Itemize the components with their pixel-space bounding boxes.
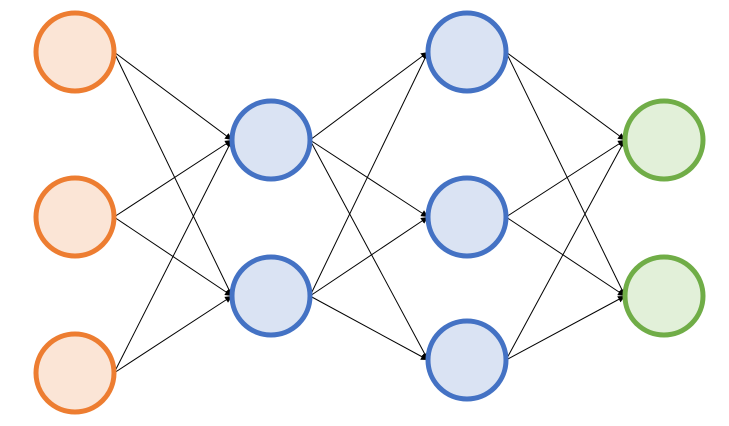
edge-l3n1-l4n1 (505, 51, 626, 141)
edge-l3n1-l4n2 (505, 51, 626, 297)
edge-l3n3-l4n1 (505, 139, 626, 361)
edge-l3n3-l4n2 (505, 295, 626, 361)
edge-l3n2-l4n1 (505, 139, 626, 218)
edge-l2n1-l3n2 (309, 139, 429, 218)
output-node-layer4-1 (622, 98, 706, 182)
edge-l1n3-l2n2 (113, 295, 233, 374)
hidden-node-layer3-2 (425, 175, 509, 259)
hidden-node-layer2-2 (229, 254, 313, 338)
hidden-node-layer3-1 (425, 10, 509, 94)
input-node-layer1-2 (33, 175, 117, 259)
edge-l2n2-l3n2 (309, 216, 429, 297)
edge-l1n3-l2n1 (113, 139, 233, 374)
input-node-layer1-3 (33, 331, 117, 415)
edge-l2n1-l3n1 (309, 51, 429, 141)
edge-l1n1-l2n1 (113, 51, 233, 141)
connections (113, 51, 626, 374)
hidden-node-layer2-1 (229, 98, 313, 182)
input-node-layer1-1 (33, 10, 117, 94)
neurons (33, 10, 706, 415)
edge-l2n1-l3n3 (309, 139, 429, 361)
edge-l2n2-l3n1 (309, 51, 429, 297)
edge-l3n2-l4n2 (505, 216, 626, 297)
edge-l1n2-l2n1 (113, 139, 233, 218)
edge-l2n2-l3n3 (309, 295, 429, 361)
edge-l1n1-l2n2 (113, 51, 233, 297)
output-node-layer4-2 (622, 254, 706, 338)
hidden-node-layer3-3 (425, 318, 509, 402)
